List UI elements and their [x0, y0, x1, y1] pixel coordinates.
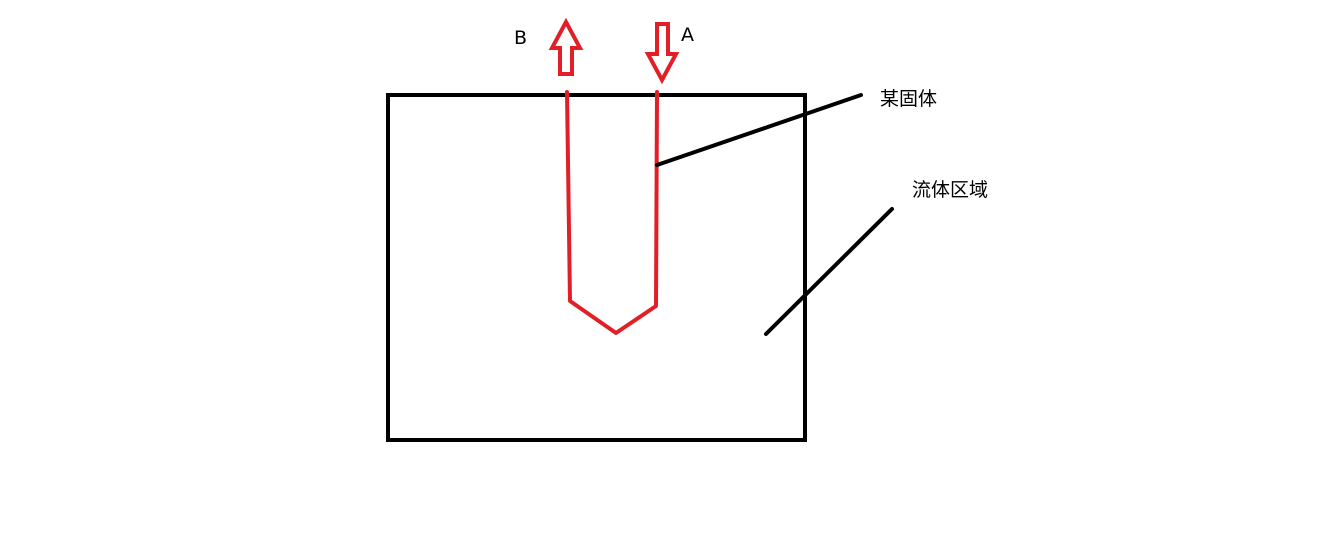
label-a: A	[681, 24, 694, 46]
fluid-leader-line	[764, 207, 894, 336]
fluid-domain-box	[386, 93, 807, 442]
label-solid: 某固体	[880, 88, 938, 110]
arrow-down-a	[644, 22, 680, 85]
label-fluid-region: 流体区域	[912, 179, 989, 201]
solid-body-outline	[565, 90, 659, 335]
arrow-up-b	[548, 17, 584, 76]
label-b: B	[514, 27, 528, 49]
solid-leader-line	[655, 93, 863, 167]
